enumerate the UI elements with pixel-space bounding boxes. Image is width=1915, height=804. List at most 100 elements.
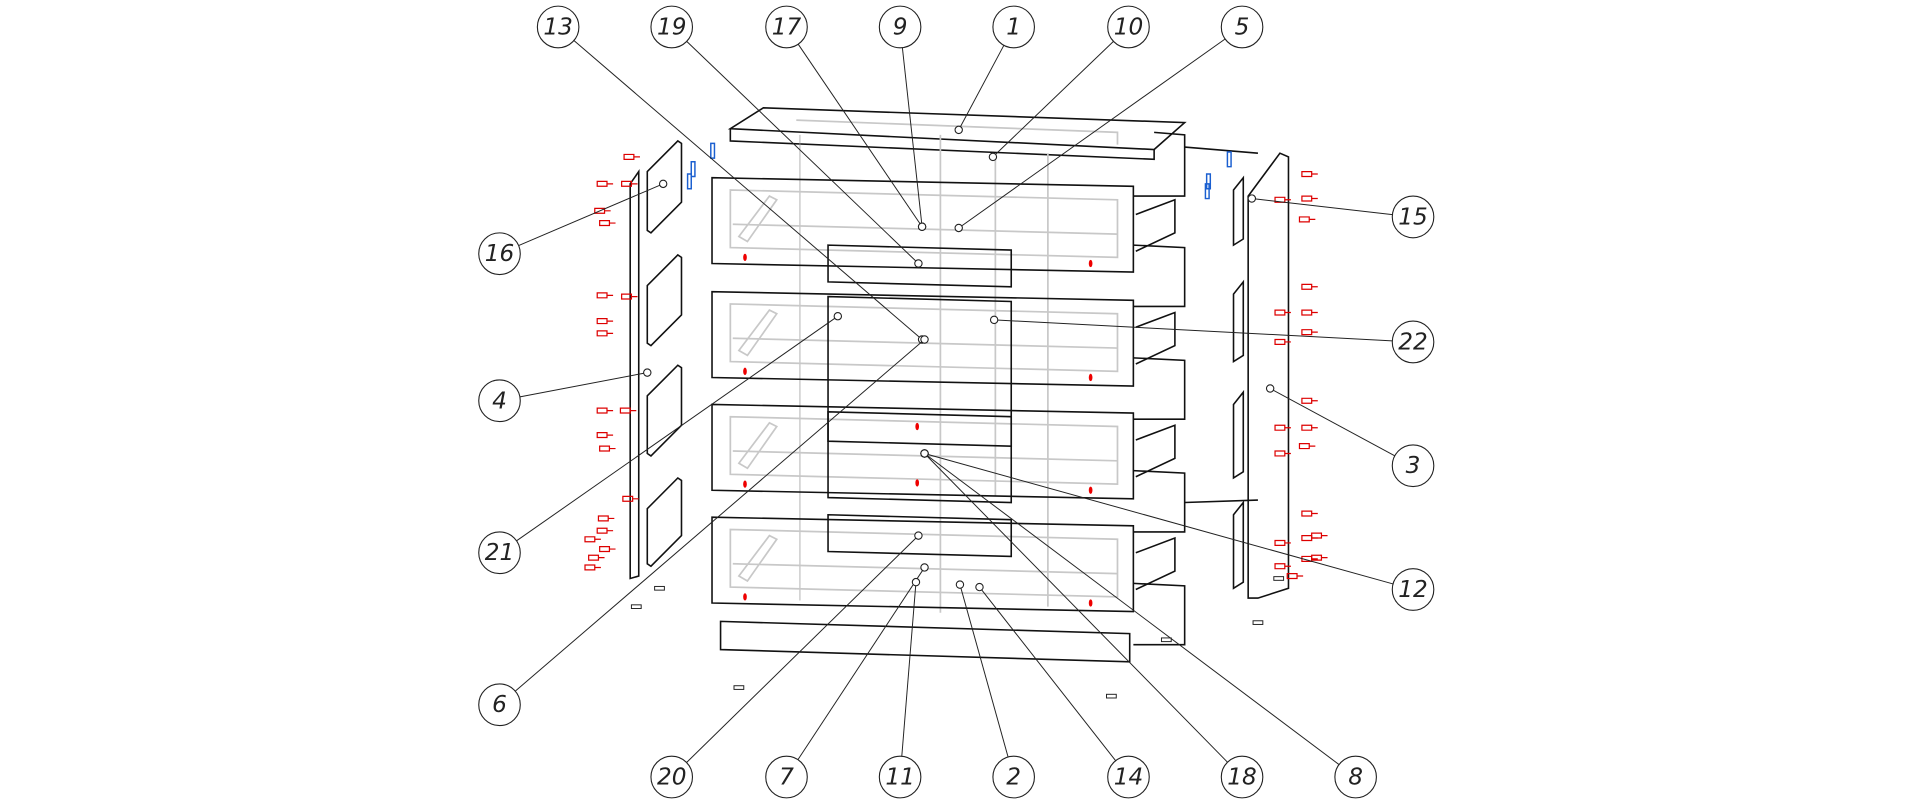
callout-circle [1391,195,1435,239]
callout-circle [650,5,694,49]
callout-circle [1220,5,1264,49]
callout-circle [478,379,521,423]
callout-7: 7 [765,755,808,799]
leader-anchor-5 [954,223,963,233]
drawer-box-hidden [729,528,1119,598]
callout-circle [1107,5,1150,49]
screw-icon [1301,309,1318,316]
callout-number: 11 [885,764,915,791]
callout-number: 10 [1114,13,1144,40]
screw-icon [1274,450,1291,457]
screw-icon [1301,397,1318,404]
callout-number: 4 [492,387,507,414]
callout-22: 22 [1391,320,1435,364]
drawer-box-hidden [729,189,1119,259]
leader-line-10 [992,40,1114,158]
clip-icon [690,161,696,178]
callout-circle [478,683,521,727]
drawer-runner [1135,424,1176,478]
connector-line [1184,146,1259,154]
callout-number: 16 [485,240,515,267]
screw-icon [599,219,616,227]
carcass-rail [1133,469,1186,533]
leader-line-8 [924,453,1340,765]
screw-icon [619,407,637,414]
callout-circle [536,5,580,49]
leader-anchor-3 [1265,384,1275,393]
leader-line-21 [516,315,839,542]
leader-anchor-7 [920,563,929,572]
callout-11: 11 [878,755,922,799]
callout-5: 5 [1220,5,1264,49]
handle-mark [743,480,747,488]
callout-number: 17 [772,13,802,40]
screw-icon [599,445,616,452]
screw-icon [1298,216,1316,223]
handle-mark [743,593,747,601]
leader-anchor-21 [833,311,843,321]
screw-icon [1274,563,1291,570]
callout-circle [765,755,808,799]
leader-line-1 [958,45,1005,131]
leader-anchor-12 [920,449,929,458]
leader-anchor-10 [988,152,998,162]
foot-glide [1273,576,1285,581]
callout-circle [650,755,694,799]
callout-number: 18 [1227,764,1257,791]
leader-anchor-22 [989,315,999,325]
handle-mark [1088,486,1093,494]
drawer-box-hidden [729,415,1119,485]
leader-line-5 [958,38,1226,229]
clip-icon [1204,183,1210,200]
leader-line-9 [901,47,923,227]
callout-12: 12 [1391,568,1435,611]
callout-circle [478,531,521,575]
callout-circle [1391,320,1435,364]
top-panel-edge [729,128,1155,161]
leader-anchor-16 [658,179,668,189]
clip-icon [686,173,692,190]
callout-10: 10 [1107,5,1150,49]
screw-icon [596,407,614,414]
callout-number: 3 [1406,452,1421,479]
callout-circle [765,5,808,49]
drawer-side-hidden [737,421,779,470]
callout-circle [992,5,1035,49]
leader-line-6 [514,339,925,692]
handle-mark [1088,259,1093,268]
drawer-runner [1135,536,1176,591]
leader-anchor-6 [920,335,929,344]
screw-icon [597,515,615,522]
left-panel-section [646,364,683,457]
callout-number: 9 [893,13,908,40]
callout-circle [1391,444,1435,488]
callout-number: 7 [779,764,794,791]
leader-anchor-9 [917,222,927,231]
handle-mark [743,367,747,376]
callout-2: 2 [992,755,1035,799]
carcass-rail [1133,357,1186,420]
callout-13: 13 [536,5,580,49]
leader-anchor-11 [911,577,921,587]
callout-circle [1220,755,1264,799]
callout-number: 15 [1398,203,1428,230]
callout-number: 22 [1398,328,1428,355]
drawer-side-hidden [737,308,779,357]
screw-icon [1274,338,1291,346]
screw-icon [623,153,640,160]
callout-circle [1107,755,1150,799]
handle-mark [915,422,920,431]
screw-icon [596,292,614,299]
right-side-panel [1247,152,1290,599]
callout-circle [878,5,922,49]
leader-line-11 [901,582,917,757]
callout-number: 21 [485,539,515,566]
foot-glide [1252,620,1264,625]
screw-icon [1274,539,1291,547]
right-panel-section [1232,175,1245,247]
callout-15: 15 [1391,195,1435,239]
drawer-front-1 [711,176,1135,273]
leader-anchor-14 [975,582,984,592]
plinth [719,620,1131,663]
inner-drawer-4 [827,513,1013,558]
